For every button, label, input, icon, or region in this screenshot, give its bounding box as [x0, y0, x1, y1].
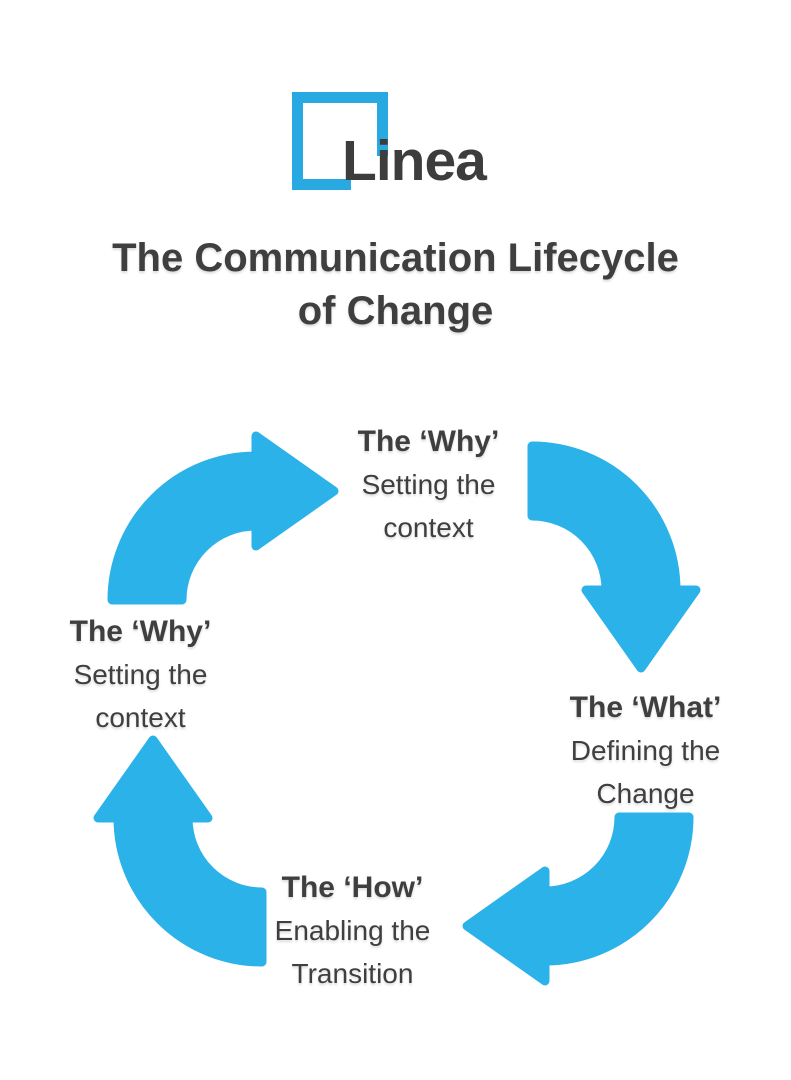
logo-square-icon	[292, 92, 415, 218]
cycle-step-bottom: The ‘How’ Enabling the Transition	[240, 866, 465, 995]
step-body: Enabling the Transition	[274, 915, 431, 989]
cycle-arrow-pointing-up-icon	[93, 735, 267, 967]
cycle-arrow-pointing-down-icon	[527, 441, 701, 673]
step-heading: The ‘How’	[281, 871, 424, 904]
step-body: Setting the context	[73, 659, 208, 733]
page-title-line2: of Change	[297, 289, 494, 333]
cycle-arrow-pointing-right-icon	[107, 431, 339, 605]
logo-wordmark: Linea	[342, 129, 487, 193]
linea-logo: Linea	[292, 92, 502, 218]
page-title: The Communication Lifecycle of Change	[0, 232, 791, 338]
step-body: Defining the Change	[570, 735, 721, 809]
cycle-step-left: The ‘Why’ Setting the context	[28, 610, 253, 739]
step-heading: The ‘What’	[569, 691, 722, 724]
cycle-step-top: The ‘Why’ Setting the context	[316, 420, 541, 549]
step-heading: The ‘Why’	[69, 615, 212, 648]
step-heading: The ‘Why’	[357, 425, 500, 458]
cycle-arrow-pointing-left-icon	[462, 812, 694, 986]
step-body: Setting the context	[361, 469, 496, 543]
logo-square-notch	[351, 156, 415, 218]
cycle-step-right: The ‘What’ Defining the Change	[533, 686, 758, 815]
page-title-line1: The Communication Lifecycle	[112, 236, 679, 280]
